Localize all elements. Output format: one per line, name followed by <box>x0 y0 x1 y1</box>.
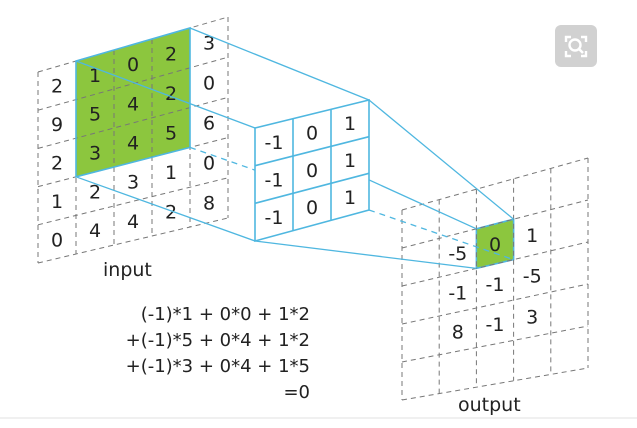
output-cell: -5 <box>448 243 467 265</box>
input-grid: 2 1 0 2 3 9 5 4 2 0 2 3 4 5 6 1 2 3 1 0 0 4 4 2 8 <box>37 16 229 264</box>
kernel-cell: -1 <box>265 207 284 229</box>
equation: (-1)*1 + 0*0 + 1*2 +(-1)*5 + 0*4 + 1*2 +… <box>126 304 310 403</box>
kernel-cell: -1 <box>265 170 284 192</box>
output-grid-line <box>401 157 589 211</box>
input-cell: 8 <box>203 193 215 215</box>
input-grid-line <box>37 177 229 226</box>
input-grid-line <box>37 56 229 111</box>
output-cell: -1 <box>448 282 467 304</box>
kernel-background <box>255 100 369 241</box>
kernel-cell: 1 <box>344 113 356 135</box>
input-cell: 5 <box>89 104 101 126</box>
projection-line <box>368 209 514 261</box>
output-cell: 3 <box>526 306 538 328</box>
output-cell: 8 <box>452 322 464 344</box>
projection-line <box>75 60 256 129</box>
input-cell: 4 <box>127 211 139 233</box>
input-grid-line <box>37 217 229 264</box>
bottom-divider <box>0 417 637 419</box>
input-grid-line <box>37 16 229 73</box>
output-grid: -5 0 1 -1 -1 -5 8 -1 3 <box>401 157 589 401</box>
kernel-grid-line <box>254 135 370 167</box>
output-cell: 0 <box>489 234 501 256</box>
output-cell: -1 <box>486 314 505 336</box>
kernel-cell: 1 <box>344 150 356 172</box>
projection-line <box>368 99 515 220</box>
input-cell: 2 <box>165 83 177 105</box>
input-cell: 3 <box>89 143 101 165</box>
kernel-cell: 0 <box>306 123 318 145</box>
input-cell: 2 <box>165 43 177 65</box>
projection-line <box>75 176 256 242</box>
input-cell: 4 <box>127 133 139 155</box>
projection-line <box>189 27 370 101</box>
output-grid-line <box>401 367 589 401</box>
output-grid-line <box>401 283 589 325</box>
input-cell: 2 <box>89 181 101 203</box>
input-cell: 0 <box>51 229 63 251</box>
equation-line-3: +(-1)*3 + 0*4 + 1*5 <box>126 356 310 377</box>
output-label: output <box>458 394 521 416</box>
input-cell: 2 <box>51 76 63 98</box>
input-cell: 4 <box>127 93 139 115</box>
input-cell: 3 <box>203 33 215 55</box>
projection-line <box>254 240 477 270</box>
input-cell: 0 <box>127 54 139 76</box>
output-grid-line <box>401 325 589 363</box>
kernel-grid: -1 0 1 -1 0 1 -1 0 1 <box>254 98 370 243</box>
kernel-grid-line <box>254 172 370 205</box>
input-cell: 1 <box>89 65 101 87</box>
input-cell: 6 <box>203 113 215 135</box>
input-cell: 4 <box>89 220 101 242</box>
input-cell: 1 <box>165 162 177 184</box>
output-cell: -1 <box>486 274 505 296</box>
input-cell: 9 <box>51 114 63 136</box>
output-cell: -5 <box>523 266 542 288</box>
kernel-cell: -1 <box>265 132 284 154</box>
kernel-cell: 0 <box>306 160 318 182</box>
zoom-search-icon <box>564 35 588 58</box>
equation-result: =0 <box>283 382 310 403</box>
zoom-button[interactable] <box>555 25 597 67</box>
input-label: input <box>103 259 152 281</box>
input-cell: 2 <box>165 202 177 224</box>
equation-line-1: (-1)*1 + 0*0 + 1*2 <box>141 304 310 325</box>
input-cell: 5 <box>165 123 177 145</box>
output-grid-line <box>401 241 589 287</box>
kernel-cell: 0 <box>306 197 318 219</box>
input-cell: 0 <box>203 73 215 95</box>
kernel-cell: 1 <box>344 187 356 209</box>
input-cell: 1 <box>51 191 63 213</box>
input-cell: 0 <box>203 153 215 175</box>
input-cell: 3 <box>127 172 139 194</box>
input-highlight-region <box>76 28 190 177</box>
input-grid-line <box>37 137 229 188</box>
kernel-border <box>254 98 370 243</box>
equation-line-2: +(-1)*5 + 0*4 + 1*2 <box>126 330 310 351</box>
output-cell: 1 <box>526 225 538 247</box>
input-cell: 2 <box>51 153 63 175</box>
